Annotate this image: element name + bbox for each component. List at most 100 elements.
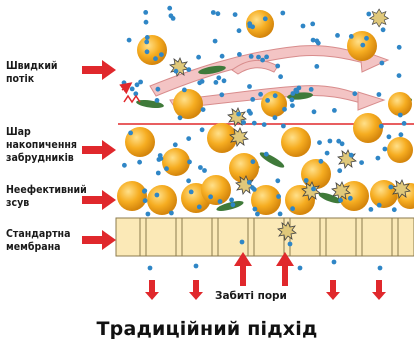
small-particle xyxy=(247,109,252,114)
small-particle xyxy=(167,6,172,11)
small-particle xyxy=(369,207,374,212)
label-standard-membrane: Стандартна мембрана xyxy=(6,228,70,254)
small-particle xyxy=(153,56,158,61)
small-particle xyxy=(380,61,385,66)
small-particle xyxy=(309,87,314,92)
small-particle xyxy=(388,185,393,190)
small-particle xyxy=(275,64,280,69)
small-particle xyxy=(399,132,404,137)
small-particle xyxy=(310,22,315,27)
small-particle xyxy=(220,54,225,59)
small-particle xyxy=(290,103,295,108)
small-particle xyxy=(290,206,295,211)
small-particle xyxy=(248,24,253,29)
small-particle xyxy=(137,160,142,165)
small-particle xyxy=(336,139,341,144)
label-clogged-pores: Забиті пори xyxy=(215,290,287,302)
small-particle xyxy=(213,39,218,44)
small-particle xyxy=(319,159,324,164)
small-particle xyxy=(366,12,371,17)
label-fast-flow: Швидкий потік xyxy=(6,60,58,86)
small-particle xyxy=(155,98,160,103)
small-particle xyxy=(328,139,333,144)
small-particle xyxy=(304,178,309,183)
small-particle xyxy=(376,156,381,161)
small-particle xyxy=(378,266,383,271)
small-particle xyxy=(264,55,269,60)
small-particle xyxy=(273,115,278,120)
small-particle xyxy=(264,152,269,157)
small-particle xyxy=(202,168,207,173)
small-particle xyxy=(250,185,255,190)
small-particle xyxy=(338,198,343,203)
small-particle xyxy=(216,75,221,80)
small-particle xyxy=(144,40,149,45)
small-particle xyxy=(211,10,216,15)
small-particle xyxy=(265,98,270,103)
small-particle xyxy=(142,189,147,194)
small-particle xyxy=(258,92,263,97)
small-particle xyxy=(312,109,317,114)
small-particle xyxy=(182,88,187,93)
small-particle xyxy=(335,33,340,38)
small-particle xyxy=(383,147,388,152)
label-arrows xyxy=(82,60,116,250)
small-particle xyxy=(164,166,169,171)
small-particle xyxy=(377,203,382,208)
small-particle xyxy=(216,11,221,16)
small-particle xyxy=(311,38,316,43)
small-particle xyxy=(127,38,132,43)
small-particle xyxy=(263,16,268,21)
small-particle xyxy=(288,242,293,247)
small-particle xyxy=(128,131,133,136)
small-particle xyxy=(200,79,205,84)
small-particle xyxy=(247,84,252,89)
label-ineffective-shear: Неефективний зсув xyxy=(6,184,87,210)
small-particle xyxy=(130,87,135,92)
small-particle xyxy=(219,92,224,97)
small-particle xyxy=(253,207,258,212)
small-particle xyxy=(229,198,234,203)
small-particle xyxy=(233,12,238,17)
small-particle xyxy=(240,240,245,245)
small-particle xyxy=(317,140,322,145)
small-particle xyxy=(208,194,213,199)
small-particle xyxy=(214,80,219,85)
small-particle xyxy=(276,194,281,199)
small-particle xyxy=(241,120,246,125)
small-particle xyxy=(145,49,150,54)
small-particle xyxy=(297,86,302,91)
small-particle xyxy=(218,199,223,204)
small-particle xyxy=(178,115,183,120)
small-particle xyxy=(247,180,252,185)
small-particle xyxy=(397,45,402,50)
small-particle xyxy=(237,28,242,33)
small-particle xyxy=(392,207,397,212)
small-particle xyxy=(155,193,160,198)
small-particle xyxy=(256,55,261,60)
small-particle xyxy=(144,20,149,25)
small-particle xyxy=(260,58,265,63)
small-particle xyxy=(364,36,369,41)
small-particle xyxy=(262,122,267,127)
small-particle xyxy=(236,112,241,117)
small-particle xyxy=(122,80,127,85)
small-particle xyxy=(156,171,161,176)
small-particle xyxy=(332,108,337,113)
small-particle xyxy=(402,121,407,126)
small-particle xyxy=(282,107,287,112)
small-particle xyxy=(189,190,194,195)
small-particle xyxy=(169,211,174,216)
large-particles xyxy=(117,10,414,215)
membrane xyxy=(116,218,414,256)
small-particle xyxy=(222,78,227,83)
small-particle xyxy=(250,97,255,102)
label-accumulation-layer: Шар накопичення забрудників xyxy=(6,126,77,165)
small-particle xyxy=(298,266,303,271)
small-particle xyxy=(377,92,382,97)
small-particle xyxy=(143,198,148,203)
small-particle xyxy=(332,260,337,265)
small-particle xyxy=(352,91,357,96)
small-particle xyxy=(143,10,148,15)
